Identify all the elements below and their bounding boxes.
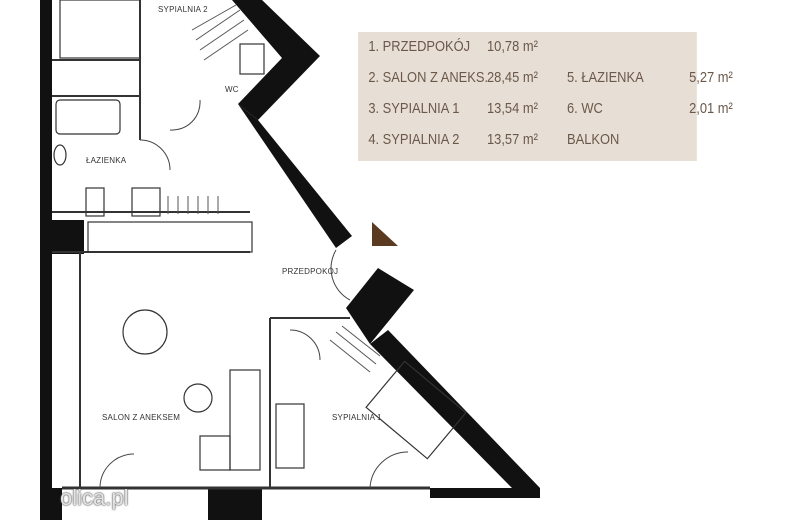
coffee-table-icon [183, 383, 213, 413]
legend-item-name: BALKON [566, 131, 620, 148]
legend-item-area: 13,57 m² [487, 131, 538, 148]
bathtub-icon [55, 99, 121, 135]
room-label-sypialnia1: SYPIALNIA 1 [332, 413, 382, 422]
room-label-wc: WC [225, 85, 239, 94]
watermark-text: olica.pl [60, 485, 129, 510]
room-label-sypialnia2: SYPIALNIA 2 [158, 5, 208, 14]
bed-icon [59, 0, 141, 59]
toilet-icon [85, 187, 105, 217]
doors [99, 99, 409, 489]
legend-item-name: 2. SALON Z ANEKS. [368, 69, 489, 86]
legend-item-name: 6. WC [566, 100, 603, 117]
kitchen-counter [87, 221, 253, 253]
area-legend: 1. PRZEDPOKÓJ 10,78 m² 2. SALON Z ANEKS.… [358, 32, 733, 161]
room-label-lazienka: ŁAZIENKA [86, 156, 127, 165]
dining-table-icon [122, 309, 168, 355]
legend-item-area: 13,54 m² [487, 100, 538, 117]
legend-item-name: 5. ŁAZIENKA [566, 69, 644, 86]
wc-toilet-icon [239, 43, 265, 75]
sink-icon [53, 144, 67, 166]
washer-icon [131, 187, 161, 217]
legend-item-area: 2,01 m² [689, 100, 733, 117]
desk-icon [275, 403, 305, 469]
sofa-icon [229, 369, 261, 471]
legend-item-name: 4. SYPIALNIA 2 [368, 131, 460, 148]
room-label-przedpokoj: PRZEDPOKÓJ [282, 267, 338, 276]
legend-item-name: 3. SYPIALNIA 1 [368, 100, 460, 117]
bed2-icon [365, 360, 467, 460]
stair-hatch [167, 4, 381, 373]
legend-item-area: 5,27 m² [689, 69, 733, 86]
walls [40, 0, 540, 520]
furniture [53, 0, 467, 471]
legend-item-area: 10,78 m² [487, 38, 538, 55]
room-label-salon: SALON Z ANEKSEM [102, 413, 180, 422]
armchair-icon [199, 435, 231, 471]
legend-item-area: 28,45 m² [487, 69, 538, 86]
legend-item-name: 1. PRZEDPOKÓJ [368, 38, 471, 55]
north-arrow-icon [372, 222, 398, 246]
